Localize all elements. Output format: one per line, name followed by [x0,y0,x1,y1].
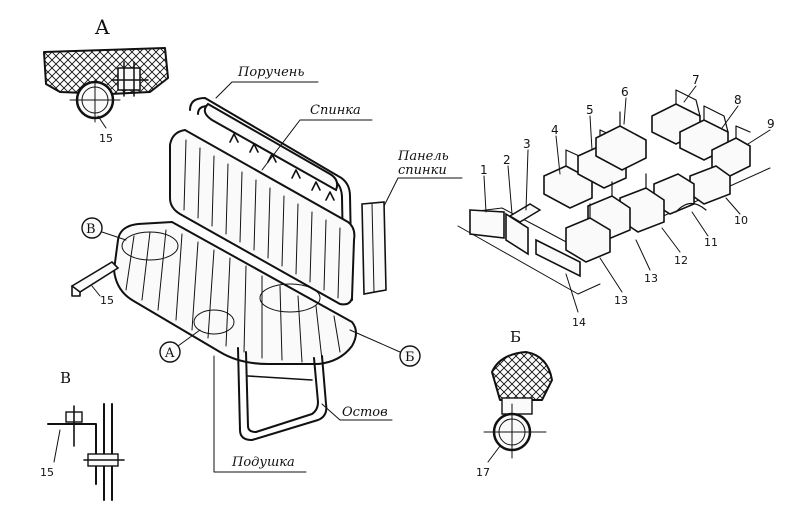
seat-7-back [675,89,701,117]
seat-1 [469,209,505,239]
detail-v-post [103,403,113,501]
handrail-leader [215,81,319,99]
marker-v-leader [101,231,127,241]
wheel-arch [675,202,707,213]
marker-a-circle [159,341,181,363]
callout-14: 14 [572,316,586,329]
callout-2: 2 [503,153,511,167]
callout-10: 10 [734,214,748,227]
detail-a-outline [43,47,169,95]
marker-a: A [164,346,175,361]
seat-mark-b2 [259,283,321,313]
back-leader [261,119,373,171]
callout-4: 4 [551,123,559,137]
callout-13-b: 13 [614,294,628,307]
marker-b-circle [399,345,421,367]
callout-17: 17 [476,466,490,479]
seat-14 [535,238,581,278]
detail-a-bolt [111,61,149,97]
callout-6: 6 [621,85,629,99]
detail-a-bracket [117,67,141,91]
label-handrail: Поручень [237,65,304,80]
backrest-quilting [183,139,341,299]
callout-15-v: 15 [40,466,54,479]
callout-8: 8 [734,93,742,107]
layout-leaders [483,85,771,313]
floor-bracket [70,260,120,293]
detail-v: В 15 [40,369,125,501]
callout-7: 7 [692,73,700,87]
seat-2 [505,212,529,256]
frame-leader [321,403,393,421]
marker-a-leader [177,329,201,347]
label-frame: Остов [342,405,388,420]
label-back: Спинка [310,103,361,118]
detail-a-title: A [94,15,110,39]
seat-cushion [112,220,357,365]
floor-bracket-foot [71,285,81,297]
seat-9-back [735,125,751,139]
callout-5: 5 [586,103,594,117]
detail-a: A 15 [43,15,169,145]
back-panel-edge [371,203,375,293]
seat-10 [689,165,731,205]
seat-layout-scheme: 1 2 3 4 5 6 7 8 9 10 11 12 13 13 14 [457,73,775,329]
callout-16: 15 [99,132,113,145]
callout-16-leader [97,115,107,129]
callout-1: 1 [480,163,488,177]
frame-outer [237,347,328,441]
marker-v: В [86,222,96,237]
seat-quilting [125,229,341,363]
label-cushion: Подушка [231,455,295,470]
detail-v-title: В [60,369,71,387]
cushion-leader [213,355,307,473]
detail-b-centerlines [483,403,547,459]
marker-v-circle [81,217,103,239]
callout-15-leader [91,285,101,297]
callout-15-main: 15 [100,294,114,307]
callout-13-a: 13 [644,272,658,285]
handrail-grip [203,102,339,192]
label-panel-1: Панель [397,149,449,164]
callout-11: 11 [704,236,718,249]
callout-9: 9 [767,117,775,131]
marker-b: Б [405,350,415,365]
panel-leader [383,177,463,207]
detail-b-clip [501,397,533,415]
frame-crossbar [247,375,313,381]
frame-inner [245,351,319,433]
detail-b-outline [491,351,553,401]
marker-b-leader [349,329,401,353]
callout-3: 3 [523,137,531,151]
bench-assembly: 15 В A Б Поручень Спинка Панель спинки О… [70,65,463,473]
label-panel-2: спинки [398,163,447,178]
back-panel [361,201,387,295]
detail-a-centerlines [69,79,121,123]
backrest [169,128,356,306]
callout-17-leader [487,445,501,463]
seat-mark-b [121,231,179,261]
handrail-tube-outer [189,97,353,301]
callout-12: 12 [674,254,688,267]
backrest-tufts [229,133,335,201]
detail-b-title: Б [510,328,521,346]
seat-8-back [703,105,729,133]
detail-b: Б 17 [476,328,553,479]
callout-15-v-leader [53,429,61,463]
seat-mark-a [193,309,235,335]
seat-3 [508,203,542,223]
